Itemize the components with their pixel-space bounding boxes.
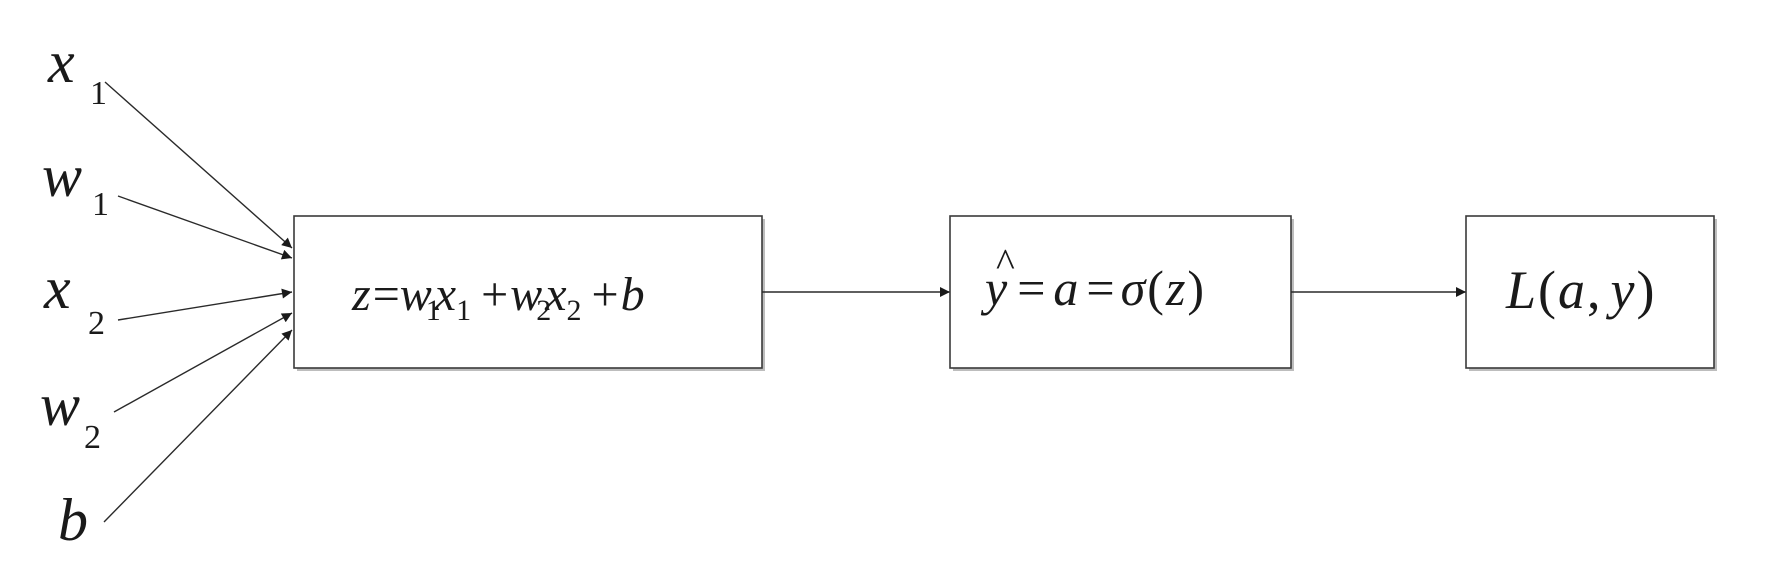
linear-formula: z=w1x1+w2x2+b <box>351 268 645 327</box>
input-w2: w 2 <box>40 372 101 456</box>
input-b-base: b <box>58 487 88 553</box>
input-w1-base: w <box>42 143 82 209</box>
edge-w2-to-linear <box>113 312 293 413</box>
input-w1: w 1 <box>42 143 109 223</box>
edge-x2-to-linear <box>117 288 293 321</box>
node-linear: z=w1x1+w2x2+b <box>293 215 765 371</box>
edge-w1-to-linear <box>117 195 293 260</box>
input-x1-base: x <box>47 29 75 95</box>
input-x2: x 2 <box>43 255 105 342</box>
node-activation: ^ y=a=σ(z) <box>949 215 1294 371</box>
input-w2-base: w <box>40 372 80 438</box>
input-b: b <box>58 487 88 553</box>
edge-x1-to-linear <box>104 81 293 249</box>
loss-formula: L(a,y) <box>1505 260 1654 320</box>
input-x2-base: x <box>43 255 71 321</box>
edge-b-to-linear <box>103 329 293 523</box>
node-loss: L(a,y) <box>1465 215 1717 371</box>
input-w2-sub: 2 <box>84 419 101 456</box>
activation-formula: y=a=σ(z) <box>980 260 1204 316</box>
input-w1-sub: 1 <box>92 186 109 223</box>
yhat-hat-mark: ^ <box>996 240 1015 285</box>
input-x2-sub: 2 <box>88 305 105 342</box>
input-x1-sub: 1 <box>90 75 107 112</box>
input-x1: x 1 <box>47 29 107 112</box>
